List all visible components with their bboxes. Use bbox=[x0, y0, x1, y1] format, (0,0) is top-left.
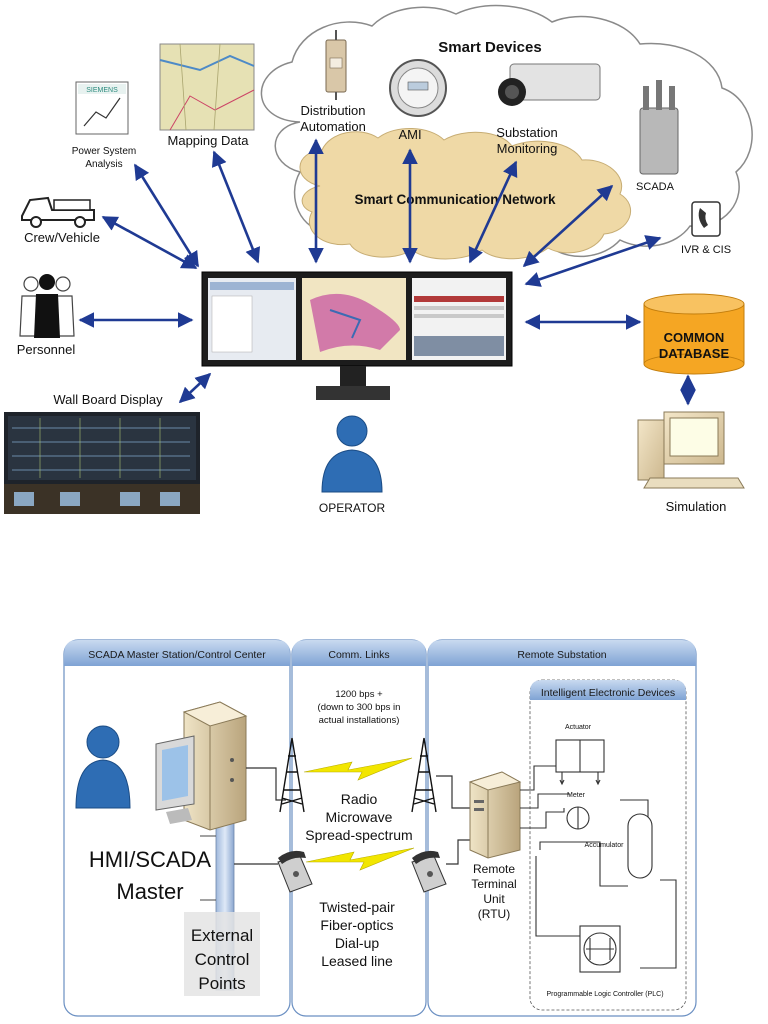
tower-rtu-wire bbox=[436, 775, 470, 809]
hmi-label-2: Master bbox=[116, 879, 183, 904]
radio-lightning-bolt bbox=[303, 757, 413, 781]
meter-label: Meter bbox=[567, 792, 586, 799]
power-analysis-icon bbox=[75, 81, 129, 135]
radio-label-1: Radio bbox=[341, 791, 378, 807]
mapping-data-label: Mapping Data bbox=[168, 133, 250, 148]
rtu-label-1: Remote bbox=[473, 862, 515, 876]
smart-devices-title: Smart Devices bbox=[438, 39, 541, 56]
power-analysis-label-1: Power System bbox=[72, 146, 136, 157]
accumulator-symbol bbox=[627, 813, 653, 879]
map-icon bbox=[159, 43, 255, 131]
rtu-label-3: Unit bbox=[483, 892, 505, 906]
actuator-label: Actuator bbox=[565, 724, 592, 731]
ied-title: Intelligent Electronic Devices bbox=[541, 687, 675, 699]
telephone-left-icon bbox=[277, 850, 313, 893]
phone-icon bbox=[691, 201, 721, 237]
external-label-1: External bbox=[191, 926, 253, 945]
power-analysis-label-2: Analysis bbox=[85, 159, 122, 170]
rtu-server-icon bbox=[468, 771, 522, 859]
ivr-cis-label: IVR & CIS bbox=[681, 244, 731, 256]
rtu-label-4: (RTU) bbox=[478, 907, 510, 921]
wired-label-4: Leased line bbox=[321, 953, 393, 969]
master-station-title: SCADA Master Station/Control Center bbox=[88, 649, 266, 661]
distribution-automation-label-1: Distribution bbox=[300, 103, 365, 118]
hmi-label-1: HMI/SCADA bbox=[89, 847, 212, 872]
remote-substation-title: Remote Substation bbox=[517, 649, 606, 661]
hmi-operator-icon bbox=[75, 725, 131, 809]
master-server-icon bbox=[182, 701, 248, 831]
crew-vehicle-label: Crew/Vehicle bbox=[24, 230, 100, 245]
distribution-automation-label-2: Automation bbox=[300, 119, 366, 134]
connection-arrows bbox=[78, 138, 696, 406]
wired-label-2: Fiber-optics bbox=[320, 917, 393, 933]
wired-label-3: Dial-up bbox=[335, 935, 380, 951]
ami-label: AMI bbox=[398, 127, 421, 142]
camera-icon bbox=[498, 63, 601, 106]
comm-links-header bbox=[292, 640, 426, 666]
substation-monitoring-label-2: Monitoring bbox=[497, 141, 558, 156]
simulation-computer-icon bbox=[637, 411, 745, 489]
wired-label-1: Twisted-pair bbox=[319, 899, 395, 915]
operator-workstation-monitors bbox=[201, 271, 513, 400]
truck-icon bbox=[21, 196, 95, 228]
phone-rtu-wire bbox=[446, 839, 470, 865]
plc-label: Programmable Logic Controller (PLC) bbox=[546, 991, 663, 998]
meter-symbol bbox=[566, 806, 590, 830]
comm-links-title: Comm. Links bbox=[328, 649, 389, 661]
personnel-icon bbox=[19, 274, 75, 338]
remote-substation-header bbox=[428, 640, 696, 666]
external-label-3: Points bbox=[198, 974, 245, 993]
telephone-right-icon bbox=[411, 850, 447, 893]
network-label: Smart Communication Network bbox=[354, 192, 556, 207]
rtu-label-2: Terminal bbox=[471, 877, 516, 891]
rtu-ied-wires bbox=[520, 765, 677, 969]
siemens-label: SIEMENS bbox=[86, 87, 118, 94]
ami-meter-icon bbox=[389, 59, 447, 117]
smart-grid-diagram: Smart Devices Smart Communication Networ… bbox=[4, 4, 753, 515]
radio-tower-left-icon bbox=[279, 737, 305, 813]
external-label-2: Control bbox=[195, 950, 250, 969]
radio-label-3: Spread-spectrum bbox=[305, 827, 412, 843]
radio-tower-right-icon bbox=[411, 737, 437, 813]
ied-header bbox=[530, 680, 686, 700]
wall-board-label: Wall Board Display bbox=[53, 392, 163, 407]
common-database-cylinder bbox=[643, 293, 745, 375]
operator-person-icon bbox=[321, 415, 383, 493]
substation-monitoring-label-1: Substation bbox=[496, 125, 557, 140]
accumulator-label: Accumulator bbox=[585, 842, 625, 849]
wall-board-photo bbox=[4, 412, 200, 514]
personnel-label: Personnel bbox=[17, 342, 76, 357]
database-label-1: COMMON bbox=[664, 330, 725, 345]
simulation-label: Simulation bbox=[666, 499, 727, 514]
radio-label-2: Microwave bbox=[326, 809, 393, 825]
operator-label: OPERATOR bbox=[319, 501, 386, 515]
bps-note-1: 1200 bps + bbox=[335, 689, 383, 700]
distribution-automation-icon bbox=[325, 30, 347, 100]
bps-note-3: actual installations) bbox=[319, 715, 400, 726]
bps-note-2: (down to 300 bps in bbox=[318, 702, 401, 713]
master-monitor-icon bbox=[155, 735, 195, 824]
scada-label: SCADA bbox=[636, 181, 675, 193]
master-radio-wire bbox=[246, 767, 286, 801]
actuator-symbol bbox=[555, 739, 605, 786]
master-station-header bbox=[64, 640, 290, 666]
plc-symbol bbox=[579, 925, 621, 973]
wired-lightning-bolt bbox=[305, 847, 415, 871]
database-label-2: DATABASE bbox=[659, 346, 730, 361]
external-points-box bbox=[184, 912, 260, 996]
recloser-icon bbox=[639, 80, 679, 175]
scada-architecture-diagram: SCADA Master Station/Control Center Comm… bbox=[63, 639, 697, 1017]
